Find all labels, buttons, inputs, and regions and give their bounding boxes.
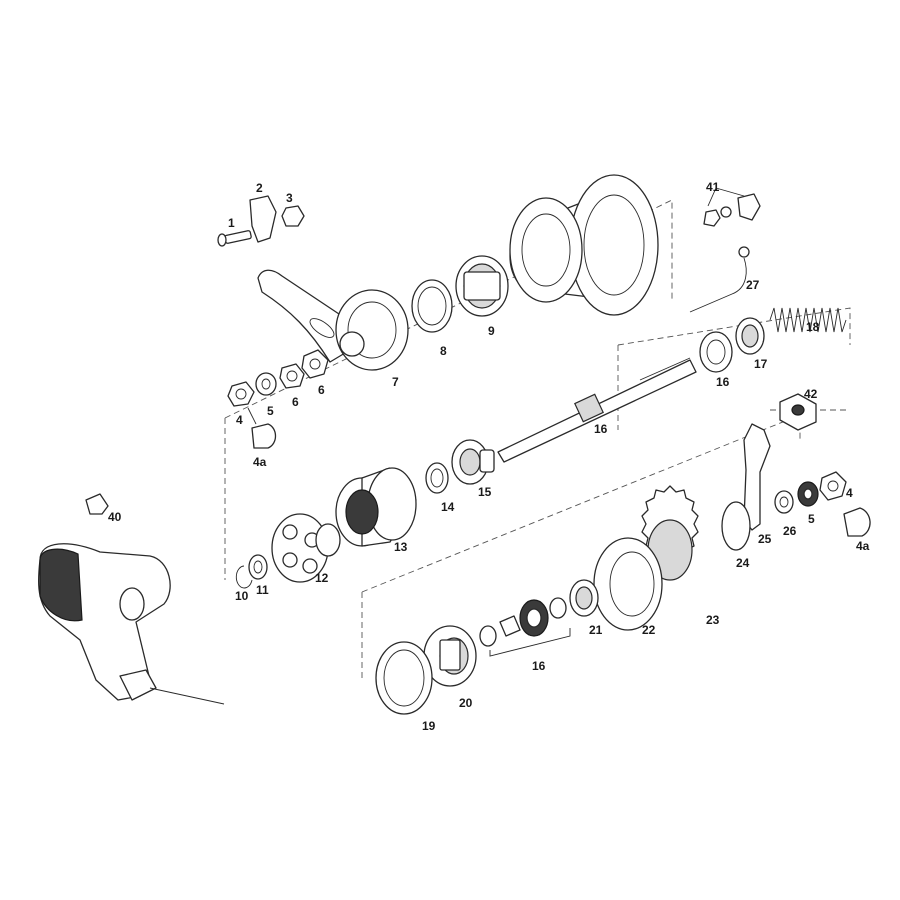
part-7-brake-body [335, 289, 409, 371]
part-19-bearing-cage [375, 641, 433, 715]
part-11-washer [248, 554, 268, 580]
label-4-left: 4 [236, 413, 243, 427]
part-22-dust-cap [593, 537, 663, 631]
part-25-brake-lever [743, 423, 771, 531]
part-6-lock-washer-a [279, 363, 305, 389]
part-14-washer [425, 462, 449, 494]
part-26-washer [774, 490, 794, 514]
part-20-driver [423, 625, 477, 687]
label-3: 3 [286, 191, 293, 205]
label-15: 15 [478, 485, 492, 499]
part-4a-cap-nut-right [843, 507, 871, 537]
shifter-cable [149, 687, 225, 705]
label-21: 21 [589, 623, 603, 637]
part-16-bearing-set [479, 597, 567, 647]
label-4a-right: 4a [856, 539, 870, 553]
part-8-retaining-ring [411, 279, 453, 333]
label-7: 7 [392, 375, 399, 389]
label-6-left-a: 6 [292, 395, 299, 409]
arm-slot [309, 318, 335, 338]
bracket-16-lower [489, 628, 571, 657]
part-5-washer-left [255, 372, 277, 396]
label-8: 8 [440, 344, 447, 358]
label-2: 2 [256, 181, 263, 195]
part-7-reaction-arm [257, 269, 351, 363]
part-16-axle [497, 357, 697, 463]
part-16-pawl-ring [699, 331, 733, 373]
label-4a-left: 4a [253, 455, 267, 469]
label-19: 19 [422, 719, 436, 733]
label-12: 12 [315, 571, 329, 585]
label-5-left: 5 [267, 404, 274, 418]
label-10: 10 [235, 589, 249, 603]
label-22: 22 [642, 623, 656, 637]
label-6-left-b: 6 [318, 383, 325, 397]
label-27: 27 [746, 278, 760, 292]
part-10-circlip [235, 565, 253, 589]
label-9: 9 [488, 324, 495, 338]
label-40: 40 [108, 510, 122, 524]
twist-shifter [37, 543, 225, 705]
label-4-right: 4 [846, 486, 853, 500]
hub-shell [509, 174, 659, 316]
label-1: 1 [228, 216, 235, 230]
part-number-labels: 1 2 3 4 4a 5 6 6 7 8 9 10 11 12 13 14 15… [108, 180, 870, 733]
label-16-top: 16 [716, 375, 730, 389]
part-40-end-cap [85, 493, 109, 515]
label-17: 17 [754, 357, 768, 371]
label-41: 41 [706, 180, 720, 194]
label-24: 24 [736, 556, 750, 570]
part-2-clamp [249, 195, 277, 243]
part-27-cable-fitting [689, 246, 750, 313]
part-4-axle-nut-left [227, 381, 255, 407]
part-18-spring [769, 307, 847, 333]
part-3-nut [281, 205, 305, 227]
part-41-clip-hardware [703, 187, 761, 227]
part-15-sun-gear [451, 439, 495, 485]
part-12-planet-carrier [271, 513, 341, 583]
part-4-axle-nut-right [819, 471, 847, 501]
part-42-cable-block [779, 393, 817, 431]
label-14: 14 [441, 500, 455, 514]
part-24-seal-ring [721, 501, 751, 551]
label-11: 11 [256, 583, 269, 597]
label-42: 42 [804, 387, 818, 401]
part-6-lock-washer-b [301, 349, 329, 379]
part-13-ring-gear [335, 467, 417, 547]
label-18: 18 [806, 320, 820, 334]
part-21-bearing [569, 579, 599, 617]
label-5-right: 5 [808, 512, 815, 526]
label-26: 26 [783, 524, 797, 538]
part-5-washer-right [797, 481, 819, 507]
part-17-cone [735, 317, 765, 355]
part-4a-cap-nut-left [251, 423, 277, 449]
label-23: 23 [706, 613, 720, 627]
arrow-4-to-4a-left [247, 407, 257, 425]
part-1-bolt [217, 230, 252, 247]
label-16-lower: 16 [532, 659, 546, 673]
label-25: 25 [758, 532, 772, 546]
part-9-clutch [455, 255, 509, 317]
label-20: 20 [459, 696, 473, 710]
label-16-axle: 16 [594, 422, 608, 436]
label-13: 13 [394, 540, 408, 554]
